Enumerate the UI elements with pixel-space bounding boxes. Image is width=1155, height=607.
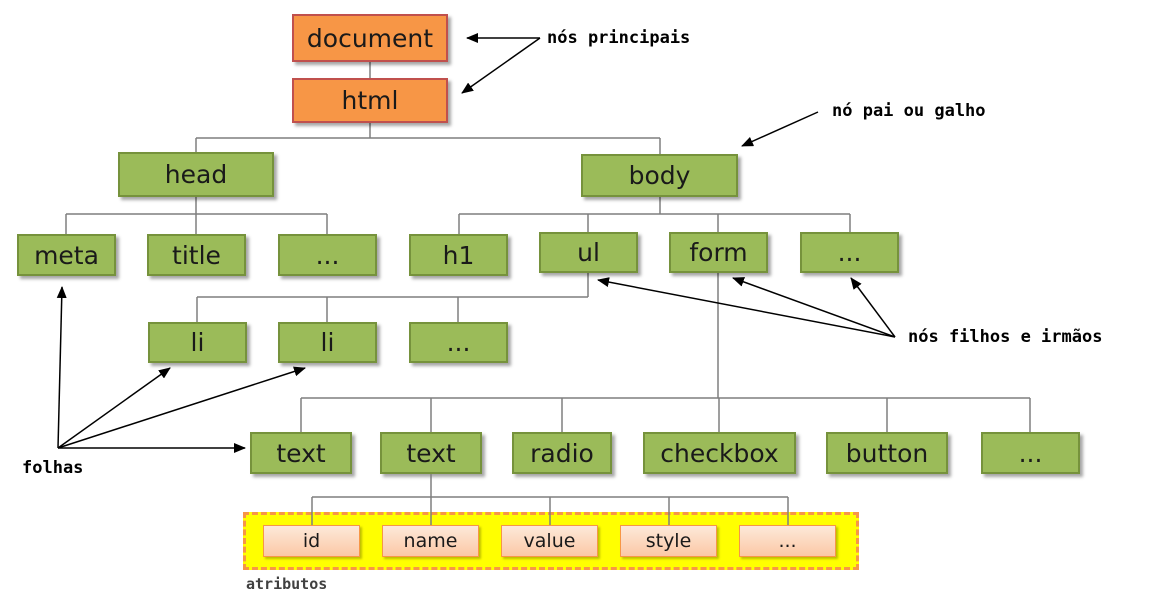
arrow-siblings-to-form (732, 277, 896, 338)
node-form-more: ... (981, 432, 1080, 474)
arrow-leaves-to-li-1 (57, 367, 171, 449)
label-main-nodes: nós principais (547, 28, 691, 48)
node-button: button (826, 432, 948, 474)
node-h1: h1 (409, 234, 508, 276)
node-body: body (581, 154, 738, 197)
node-text-1: text (250, 432, 352, 474)
label-leaves: folhas (22, 458, 84, 478)
node-text-2: text (380, 432, 482, 474)
node-title: title (147, 234, 246, 276)
node-html: html (292, 78, 448, 123)
attr-more: ... (739, 525, 836, 557)
node-ul: ul (539, 232, 638, 273)
attr-id: id (263, 525, 360, 557)
node-head: head (118, 152, 274, 197)
label-parent-node: nó pai ou galho (832, 101, 986, 121)
node-body-more: ... (800, 232, 899, 273)
node-li-2: li (278, 322, 377, 363)
node-radio: radio (512, 432, 612, 474)
node-document: document (292, 14, 448, 62)
node-checkbox: checkbox (643, 432, 796, 474)
arrow-main-to-html (461, 37, 541, 94)
arrow-leaves-to-meta (56, 286, 67, 449)
attr-name: name (382, 525, 479, 557)
arrow-siblings-to-body-more (850, 277, 896, 338)
arrow-parent-to-body (741, 111, 819, 147)
node-ul-more: ... (409, 322, 508, 363)
arrow-leaves-to-li-2 (57, 366, 306, 449)
label-child-sibling-nodes: nós filhos e irmãos (908, 327, 1103, 347)
attr-style: style (620, 525, 717, 557)
node-meta: meta (17, 234, 116, 276)
arrow-siblings-to-ul (597, 277, 896, 338)
node-li-1: li (148, 322, 247, 363)
attr-value: value (501, 525, 598, 557)
label-attributes: atributos (246, 575, 328, 593)
node-head-more: ... (278, 234, 377, 276)
node-form: form (669, 232, 768, 273)
